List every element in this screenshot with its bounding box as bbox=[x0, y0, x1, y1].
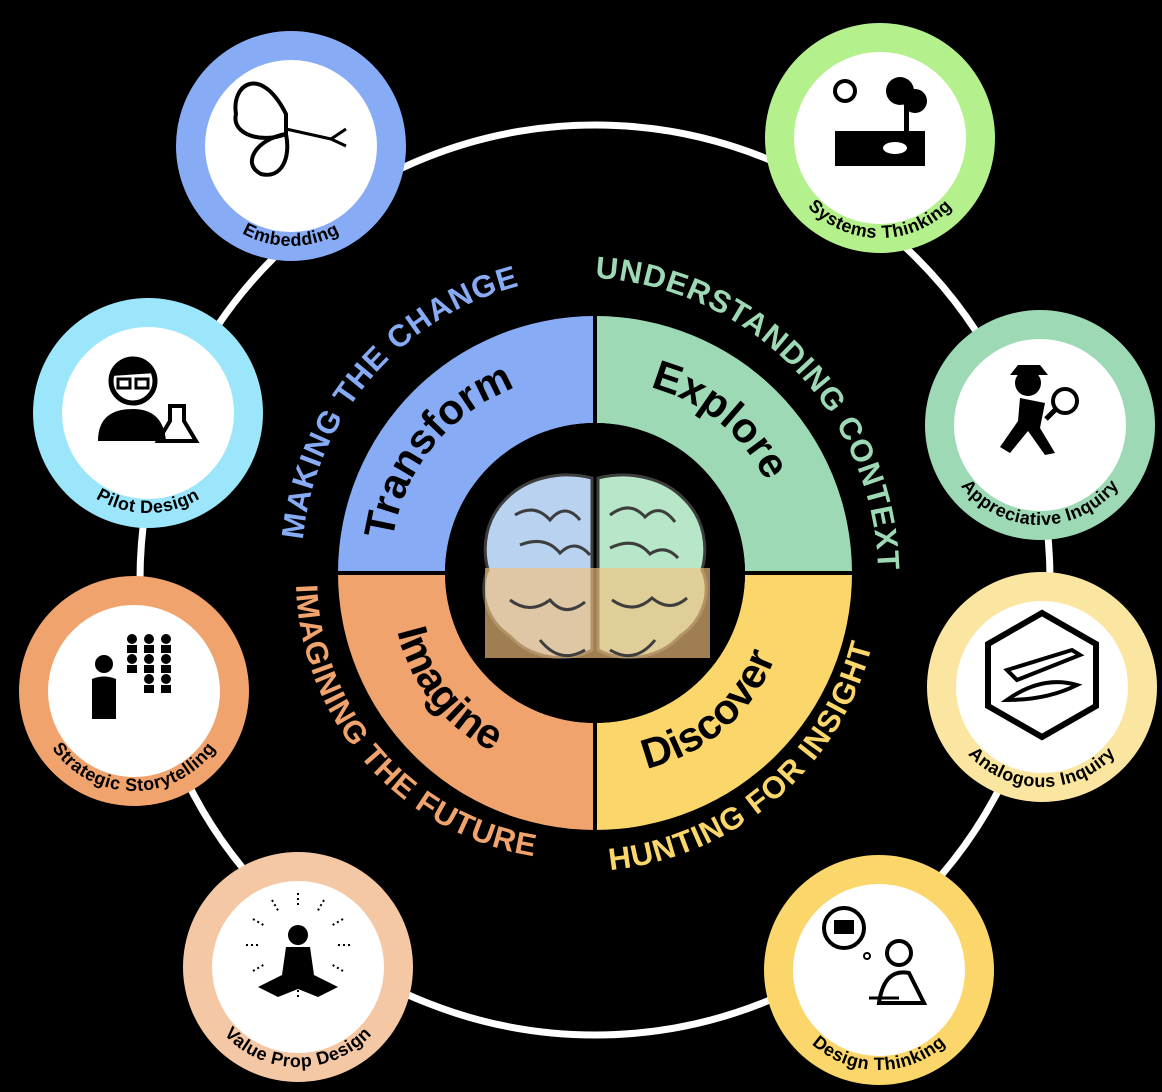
brain-icon bbox=[482, 473, 710, 659]
badge-storytelling[interactable]: Strategic Storytelling bbox=[19, 576, 249, 806]
quadrant-donut bbox=[338, 316, 852, 830]
meditation-icon bbox=[246, 893, 350, 997]
badge-analogous[interactable]: Analogous Inquiry bbox=[927, 572, 1157, 802]
badge-valueprop[interactable]: Value Prop Design bbox=[183, 852, 413, 1082]
butterfly-icon bbox=[233, 81, 347, 177]
audience-icon bbox=[92, 634, 171, 719]
detective-icon bbox=[1000, 365, 1079, 455]
ecosystem-icon bbox=[833, 77, 927, 166]
quadrant-explore bbox=[595, 316, 852, 573]
badge-inner bbox=[48, 605, 220, 777]
quadrant-discover bbox=[595, 573, 852, 830]
sketching-icon bbox=[822, 906, 928, 1005]
badge-systems[interactable]: Systems Thinking bbox=[765, 23, 995, 253]
quadrant-transform bbox=[338, 316, 595, 573]
badge-pilot[interactable]: Pilot Design bbox=[33, 298, 263, 528]
badge-designthinking[interactable]: Design Thinking bbox=[764, 855, 994, 1085]
badge-appreciative[interactable]: Appreciative Inquiry bbox=[925, 310, 1155, 540]
plane-bird-icon bbox=[985, 609, 1099, 741]
badge-inner bbox=[956, 601, 1128, 773]
scientist-icon bbox=[98, 356, 200, 443]
badge-inner bbox=[793, 884, 965, 1056]
badge-inner bbox=[205, 60, 377, 232]
badge-embedding[interactable]: Embedding bbox=[176, 31, 406, 261]
quadrant-imagine bbox=[338, 573, 595, 830]
